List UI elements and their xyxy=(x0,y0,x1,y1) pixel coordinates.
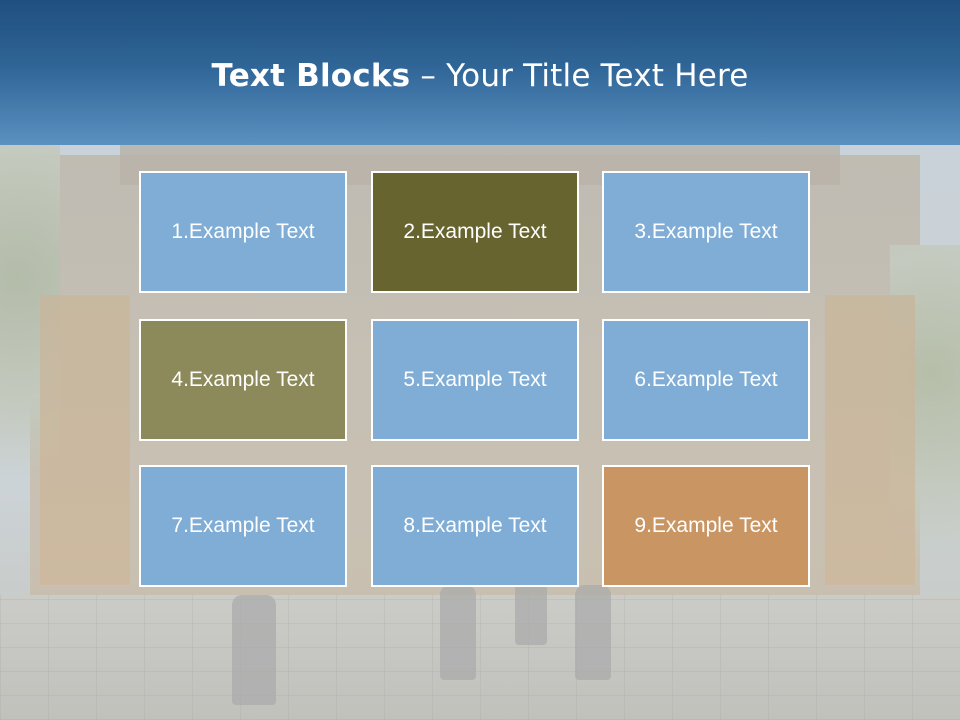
visitor-figure xyxy=(440,585,476,680)
text-block-label: 7.Example Text xyxy=(171,514,315,537)
slide-title: Text Blocks – Your Title Text Here xyxy=(0,56,960,96)
title-rest: – Your Title Text Here xyxy=(410,58,749,94)
gate-pillar-left xyxy=(40,295,130,585)
text-block-8[interactable]: 8.Example Text xyxy=(371,465,579,587)
text-block-3[interactable]: 3.Example Text xyxy=(602,171,810,293)
text-block-6[interactable]: 6.Example Text xyxy=(602,319,810,441)
text-block-label: 4.Example Text xyxy=(171,368,315,391)
text-block-label: 8.Example Text xyxy=(403,514,547,537)
visitor-figure xyxy=(232,595,276,705)
text-block-label: 5.Example Text xyxy=(403,368,547,391)
gate-pillar-right xyxy=(825,295,915,585)
title-bold: Text Blocks xyxy=(211,58,411,94)
text-block-7[interactable]: 7.Example Text xyxy=(139,465,347,587)
text-block-1[interactable]: 1.Example Text xyxy=(139,171,347,293)
text-block-label: 1.Example Text xyxy=(171,220,315,243)
text-block-2[interactable]: 2.Example Text xyxy=(371,171,579,293)
title-banner: Text Blocks – Your Title Text Here xyxy=(0,0,960,145)
visitor-figure xyxy=(575,585,611,680)
text-block-4[interactable]: 4.Example Text xyxy=(139,319,347,441)
text-block-label: 3.Example Text xyxy=(634,220,778,243)
text-block-5[interactable]: 5.Example Text xyxy=(371,319,579,441)
text-block-9[interactable]: 9.Example Text xyxy=(602,465,810,587)
text-block-label: 6.Example Text xyxy=(634,368,778,391)
text-block-label: 9.Example Text xyxy=(634,514,778,537)
text-block-label: 2.Example Text xyxy=(403,220,547,243)
stone-pavement xyxy=(0,595,960,720)
